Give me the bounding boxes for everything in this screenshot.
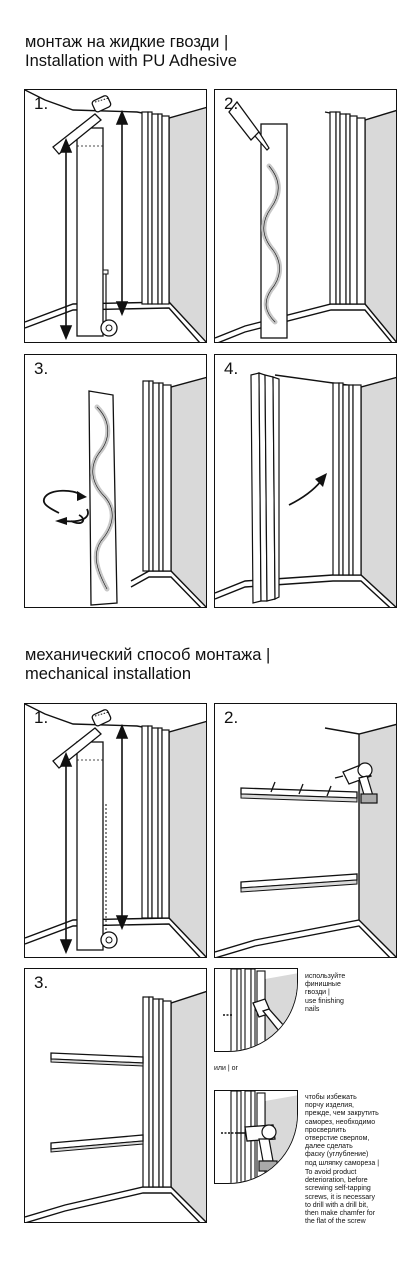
section1-title-en: Installation with PU Adhesive — [25, 52, 237, 70]
press-illustration — [215, 372, 396, 607]
nails-detail-illustration — [223, 969, 297, 1051]
screws-detail-illustration — [221, 1091, 297, 1183]
rotate-illustration — [42, 376, 206, 607]
batten-bottom — [240, 873, 358, 893]
detail-nails-panel — [214, 968, 298, 1052]
section2-title-ru: механический способ монтажа | — [25, 646, 271, 664]
batten-top — [240, 787, 358, 803]
drill-icon — [334, 762, 378, 804]
step-1-measure-cut-panel: 1. — [24, 89, 207, 343]
step-number: 1. — [34, 708, 49, 727]
height-arrow-icon — [59, 109, 129, 341]
mech-step-2-battens-panel: 2. — [214, 703, 397, 958]
section1-title-ru: монтаж на жидкие гвозди | — [25, 33, 229, 51]
tape-measure-icon — [100, 804, 118, 949]
or-label: или | or — [214, 1065, 238, 1072]
room-corner-illustration — [25, 704, 206, 957]
side-wall — [169, 107, 206, 342]
step-3-rotate-panel: 3. — [24, 354, 207, 608]
nail-icons — [270, 781, 332, 797]
step-number: 4. — [224, 359, 239, 378]
adhesive-illustration — [215, 100, 396, 342]
room-battens-illustration — [25, 990, 206, 1222]
step-number: 2. — [224, 94, 239, 113]
mech-step-1-measure-cut-panel: 1. — [24, 703, 207, 958]
hammer-icon — [252, 998, 286, 1032]
mech-step-3-battens-panel: 3. — [24, 968, 207, 1223]
batten-bottom — [50, 1134, 144, 1153]
room-corner-illustration — [25, 90, 206, 342]
section2-title-en: mechanical installation — [25, 665, 192, 683]
press-arrow-icon — [288, 473, 327, 506]
screws-note-en: To avoid product deterioration, before s… — [305, 1169, 376, 1226]
step-number: 3. — [34, 973, 49, 992]
step-number: 2. — [224, 708, 239, 727]
battens-illustration — [215, 723, 396, 957]
detail-screws-panel — [214, 1090, 298, 1184]
drill-icon — [237, 1124, 278, 1172]
step-4-press-panel: 4. — [214, 354, 397, 608]
moving-panel — [250, 372, 280, 604]
batten-top — [50, 1052, 144, 1067]
nails-note: используйте финишные гвозди | use finish… — [305, 973, 346, 1013]
step-2-apply-adhesive-panel: 2. — [214, 89, 397, 343]
rotate-arrows-icon — [42, 489, 89, 525]
height-arrow-icon — [59, 723, 129, 955]
installed-panels — [141, 111, 170, 305]
screws-note-ru: чтобы избежать порчу изделия, прежде, че… — [305, 1094, 380, 1167]
tape-measure-icon — [100, 269, 118, 337]
adhesive-gun-icon — [228, 100, 270, 151]
step-number: 1. — [34, 94, 49, 113]
new-panel — [76, 127, 104, 337]
step-number: 3. — [34, 359, 49, 378]
